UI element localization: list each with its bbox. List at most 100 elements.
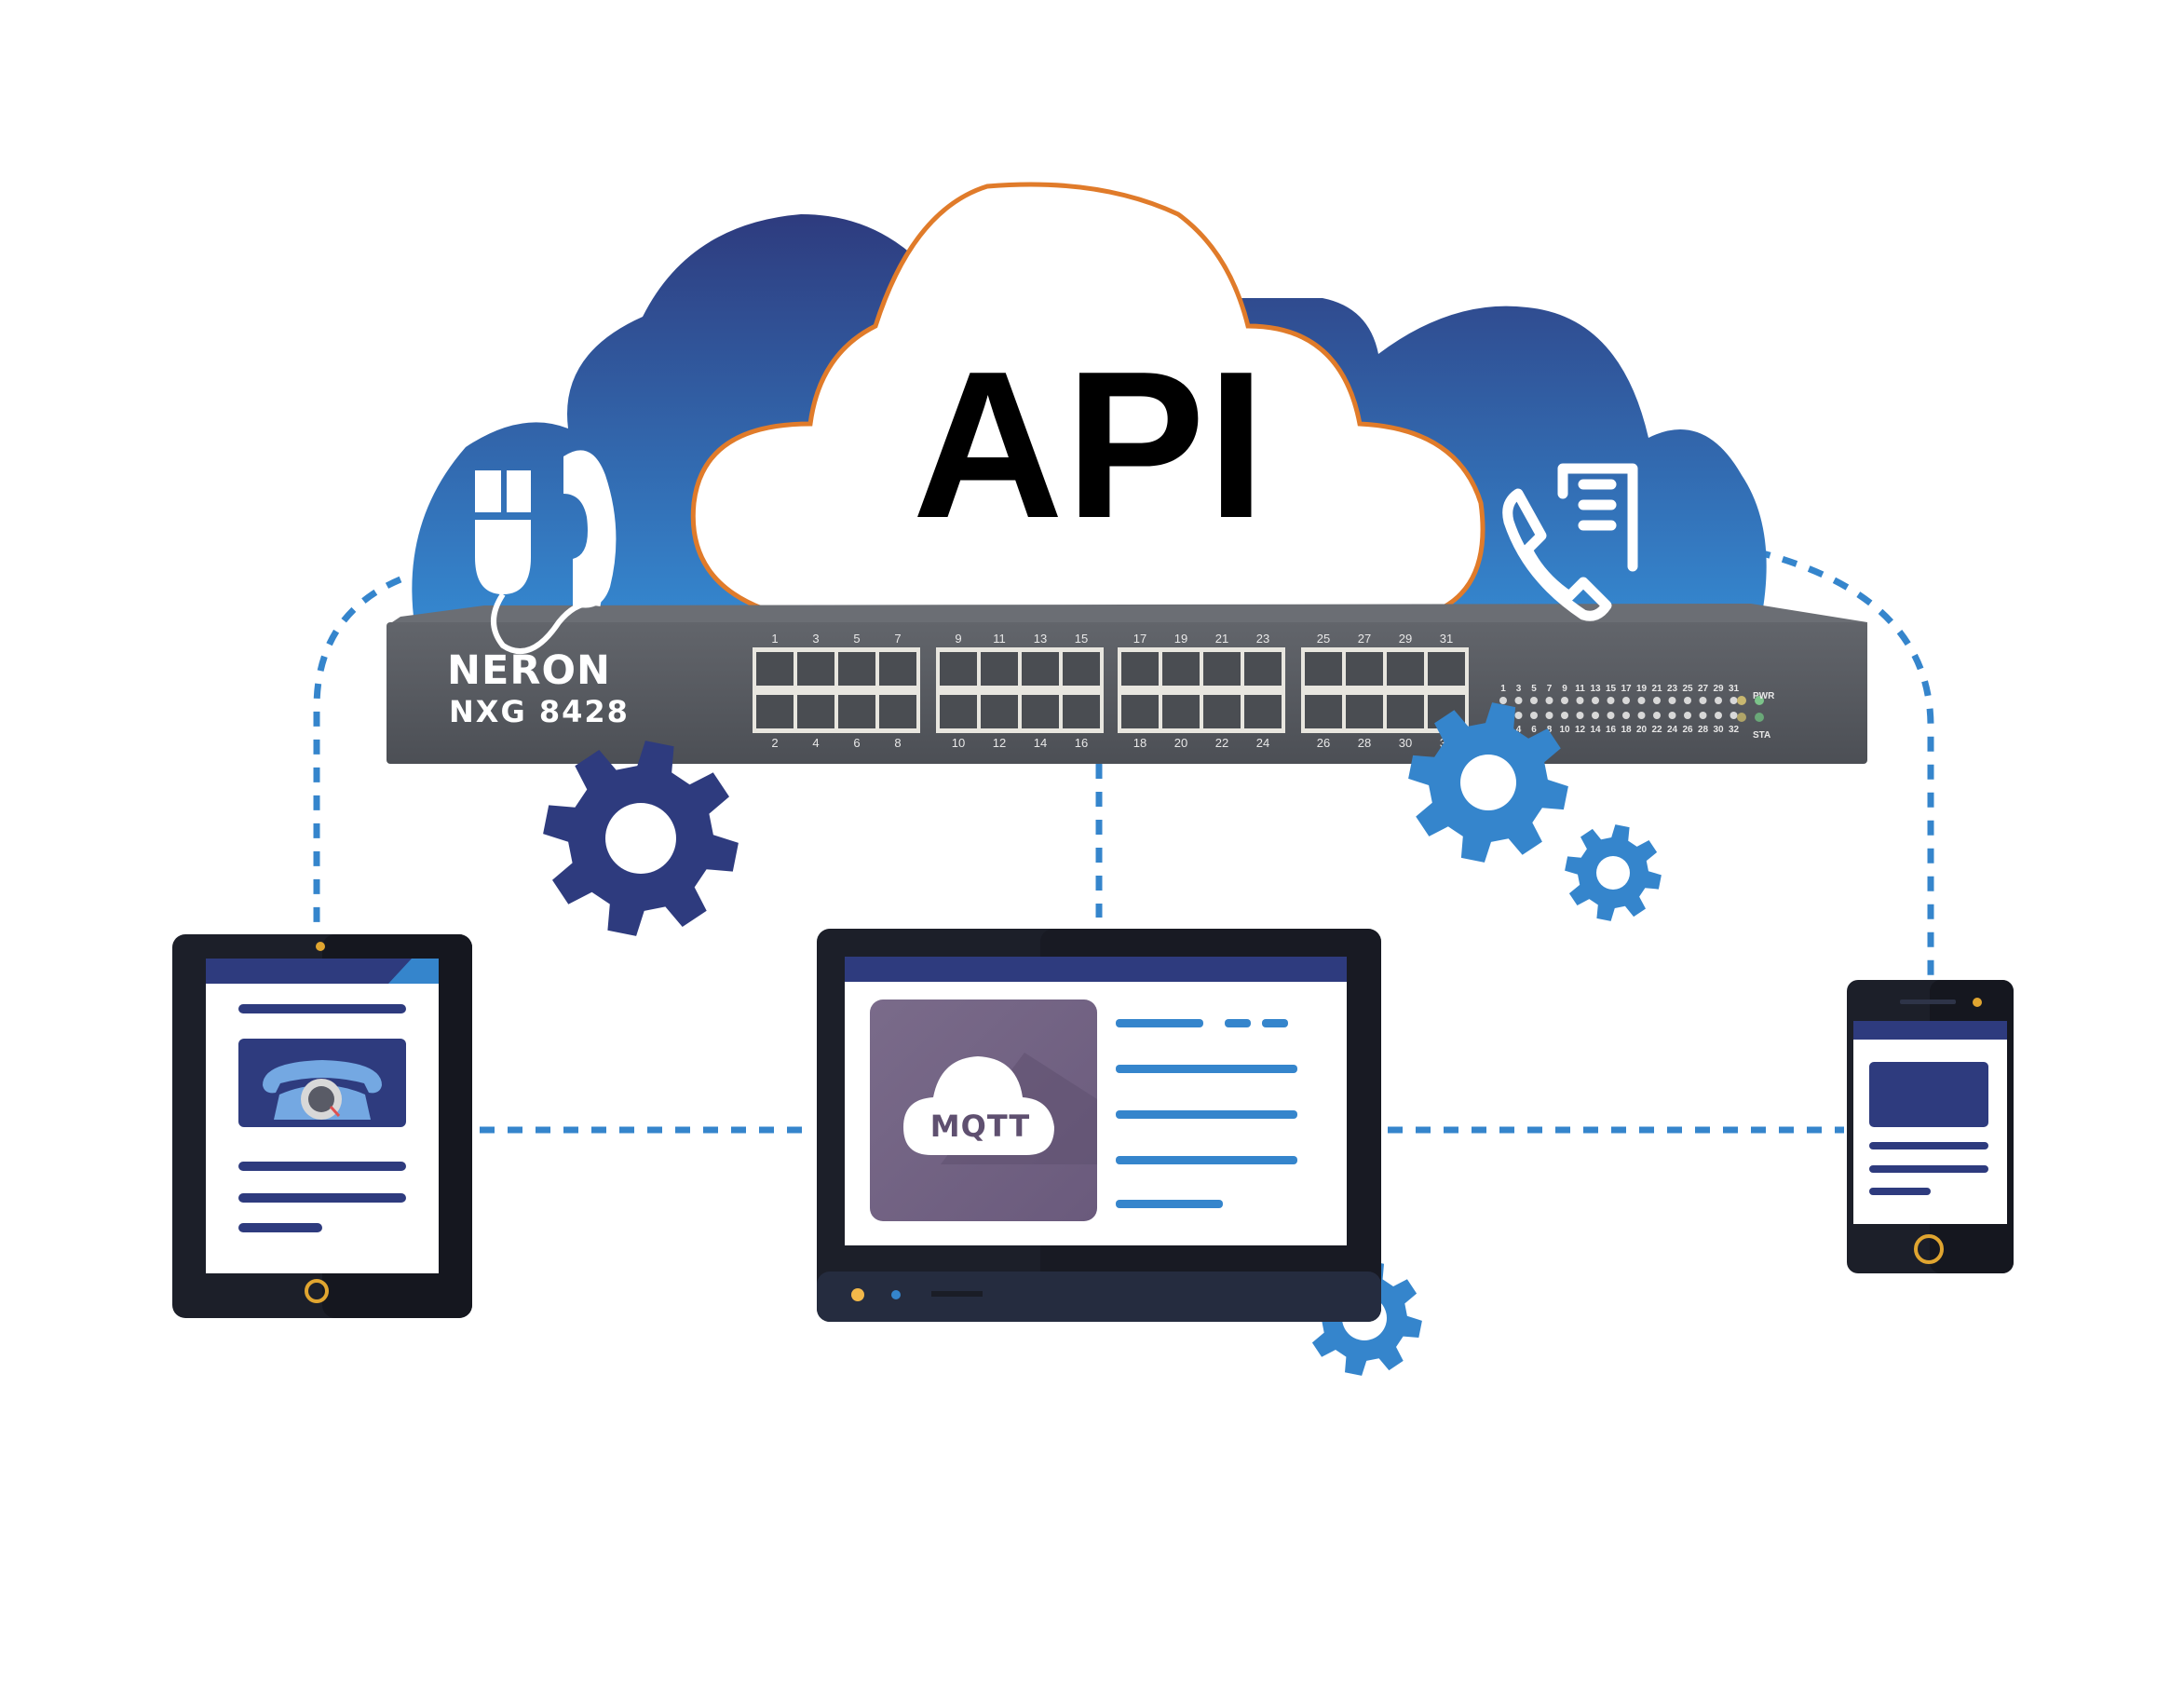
- ethernet-port: [797, 695, 834, 728]
- gear-hole: [1460, 755, 1516, 810]
- port-led: [1530, 712, 1538, 719]
- tablet-home-button[interactable]: [305, 1279, 329, 1303]
- ethernet-port: [797, 652, 834, 686]
- ethernet-port: [1063, 652, 1100, 686]
- port-led: [1592, 697, 1599, 704]
- ethernet-port: [756, 695, 794, 728]
- ethernet-port: [1387, 652, 1424, 686]
- port-number-bottom: 28: [1358, 736, 1371, 750]
- led-port-label: 27: [1698, 684, 1709, 694]
- port-number-bottom: 2: [771, 736, 778, 750]
- led-port-label: 9: [1562, 684, 1567, 694]
- port-led: [1730, 712, 1738, 719]
- led-port-label: 18: [1621, 725, 1632, 735]
- port-number-top: 15: [1075, 632, 1088, 646]
- led-port-label: 8: [1547, 725, 1553, 735]
- gear-icon-navy: [543, 741, 739, 936]
- ethernet-port: [1063, 695, 1100, 728]
- power-led-green: [1755, 696, 1764, 705]
- port-number-bottom: 26: [1317, 736, 1330, 750]
- led-port-label: 10: [1559, 725, 1570, 735]
- rotary-telephone-icon: [263, 1060, 382, 1120]
- led-port-label: 26: [1682, 725, 1693, 735]
- ethernet-port: [1022, 695, 1059, 728]
- port-led: [1499, 697, 1507, 704]
- port-numbers: 1234567891011121314151617181920212223242…: [771, 632, 1453, 750]
- port-led: [1668, 697, 1676, 704]
- port-led: [1699, 697, 1707, 704]
- phone-camera: [1973, 998, 1982, 1007]
- port-led: [1653, 712, 1661, 719]
- ethernet-port: [981, 695, 1018, 728]
- port-led: [1607, 712, 1615, 719]
- port-led: [1637, 697, 1646, 704]
- ethernet-port: [1121, 652, 1159, 686]
- led-port-label: 7: [1547, 684, 1553, 694]
- led-port-label: 4: [1516, 725, 1522, 735]
- port-number-top: 1: [771, 632, 778, 646]
- ethernet-port: [1428, 652, 1465, 686]
- led-port-label: 29: [1713, 684, 1724, 694]
- mqtt-label: MQTT: [929, 1108, 1031, 1144]
- ethernet-port-groups: [753, 647, 1469, 733]
- port-led: [1668, 712, 1676, 719]
- port-led: [1637, 712, 1646, 719]
- port-led: [1684, 712, 1691, 719]
- port-number-top: 9: [955, 632, 961, 646]
- led-port-label: 15: [1606, 684, 1617, 694]
- ethernet-port: [838, 652, 875, 686]
- ethernet-port: [1346, 652, 1383, 686]
- port-led: [1607, 697, 1615, 704]
- led-port-label: 16: [1606, 725, 1617, 735]
- port-led: [1514, 712, 1523, 719]
- gear-hole: [605, 803, 676, 874]
- port-number-bottom: 4: [812, 736, 819, 750]
- led-label-status: STA: [1753, 730, 1770, 741]
- ethernet-port: [940, 652, 977, 686]
- laptop-device: [817, 929, 1381, 1322]
- phone-device: [1847, 980, 2014, 1273]
- port-number-top: 7: [894, 632, 901, 646]
- ethernet-port: [940, 695, 977, 728]
- port-number-top: 23: [1256, 632, 1269, 646]
- led-port-label: 30: [1713, 725, 1724, 735]
- led-port-label: 5: [1531, 684, 1537, 694]
- tablet-camera: [316, 942, 325, 951]
- port-led: [1545, 697, 1553, 704]
- port-led: [1561, 697, 1568, 704]
- ethernet-port: [1305, 652, 1342, 686]
- tablet-device: [172, 934, 472, 1318]
- device-brand: NERON: [447, 647, 612, 694]
- port-number-bottom: 22: [1215, 736, 1228, 750]
- status-led-green: [1755, 713, 1764, 722]
- phone-home-button[interactable]: [1914, 1234, 1944, 1264]
- led-port-label: 1: [1500, 684, 1506, 694]
- ethernet-port: [1387, 695, 1424, 728]
- mqtt-cloud: [903, 1056, 1054, 1155]
- port-number-bottom: 8: [894, 736, 901, 750]
- status-led-amber: [1737, 713, 1746, 722]
- ethernet-port: [1162, 695, 1200, 728]
- ethernet-port: [1162, 652, 1200, 686]
- ethernet-port: [756, 652, 794, 686]
- port-number-bottom: 18: [1133, 736, 1146, 750]
- ethernet-port: [838, 695, 875, 728]
- port-led: [1622, 697, 1630, 704]
- port-number-top: 29: [1399, 632, 1412, 646]
- port-led: [1561, 712, 1568, 719]
- led-port-label: 17: [1621, 684, 1632, 694]
- ethernet-port: [879, 695, 916, 728]
- port-number-bottom: 20: [1174, 736, 1187, 750]
- led-port-label: 13: [1590, 684, 1601, 694]
- led-port-label: 22: [1651, 725, 1662, 735]
- gear-icon-blue-large: [1408, 702, 1568, 863]
- led-port-label: 3: [1516, 684, 1522, 694]
- led-port-label: 20: [1636, 725, 1648, 735]
- led-port-label: 24: [1667, 725, 1678, 735]
- port-led: [1576, 712, 1584, 719]
- port-number-top: 13: [1034, 632, 1047, 646]
- port-led: [1545, 712, 1553, 719]
- led-port-label: 19: [1636, 684, 1648, 694]
- connector-left: [313, 576, 402, 934]
